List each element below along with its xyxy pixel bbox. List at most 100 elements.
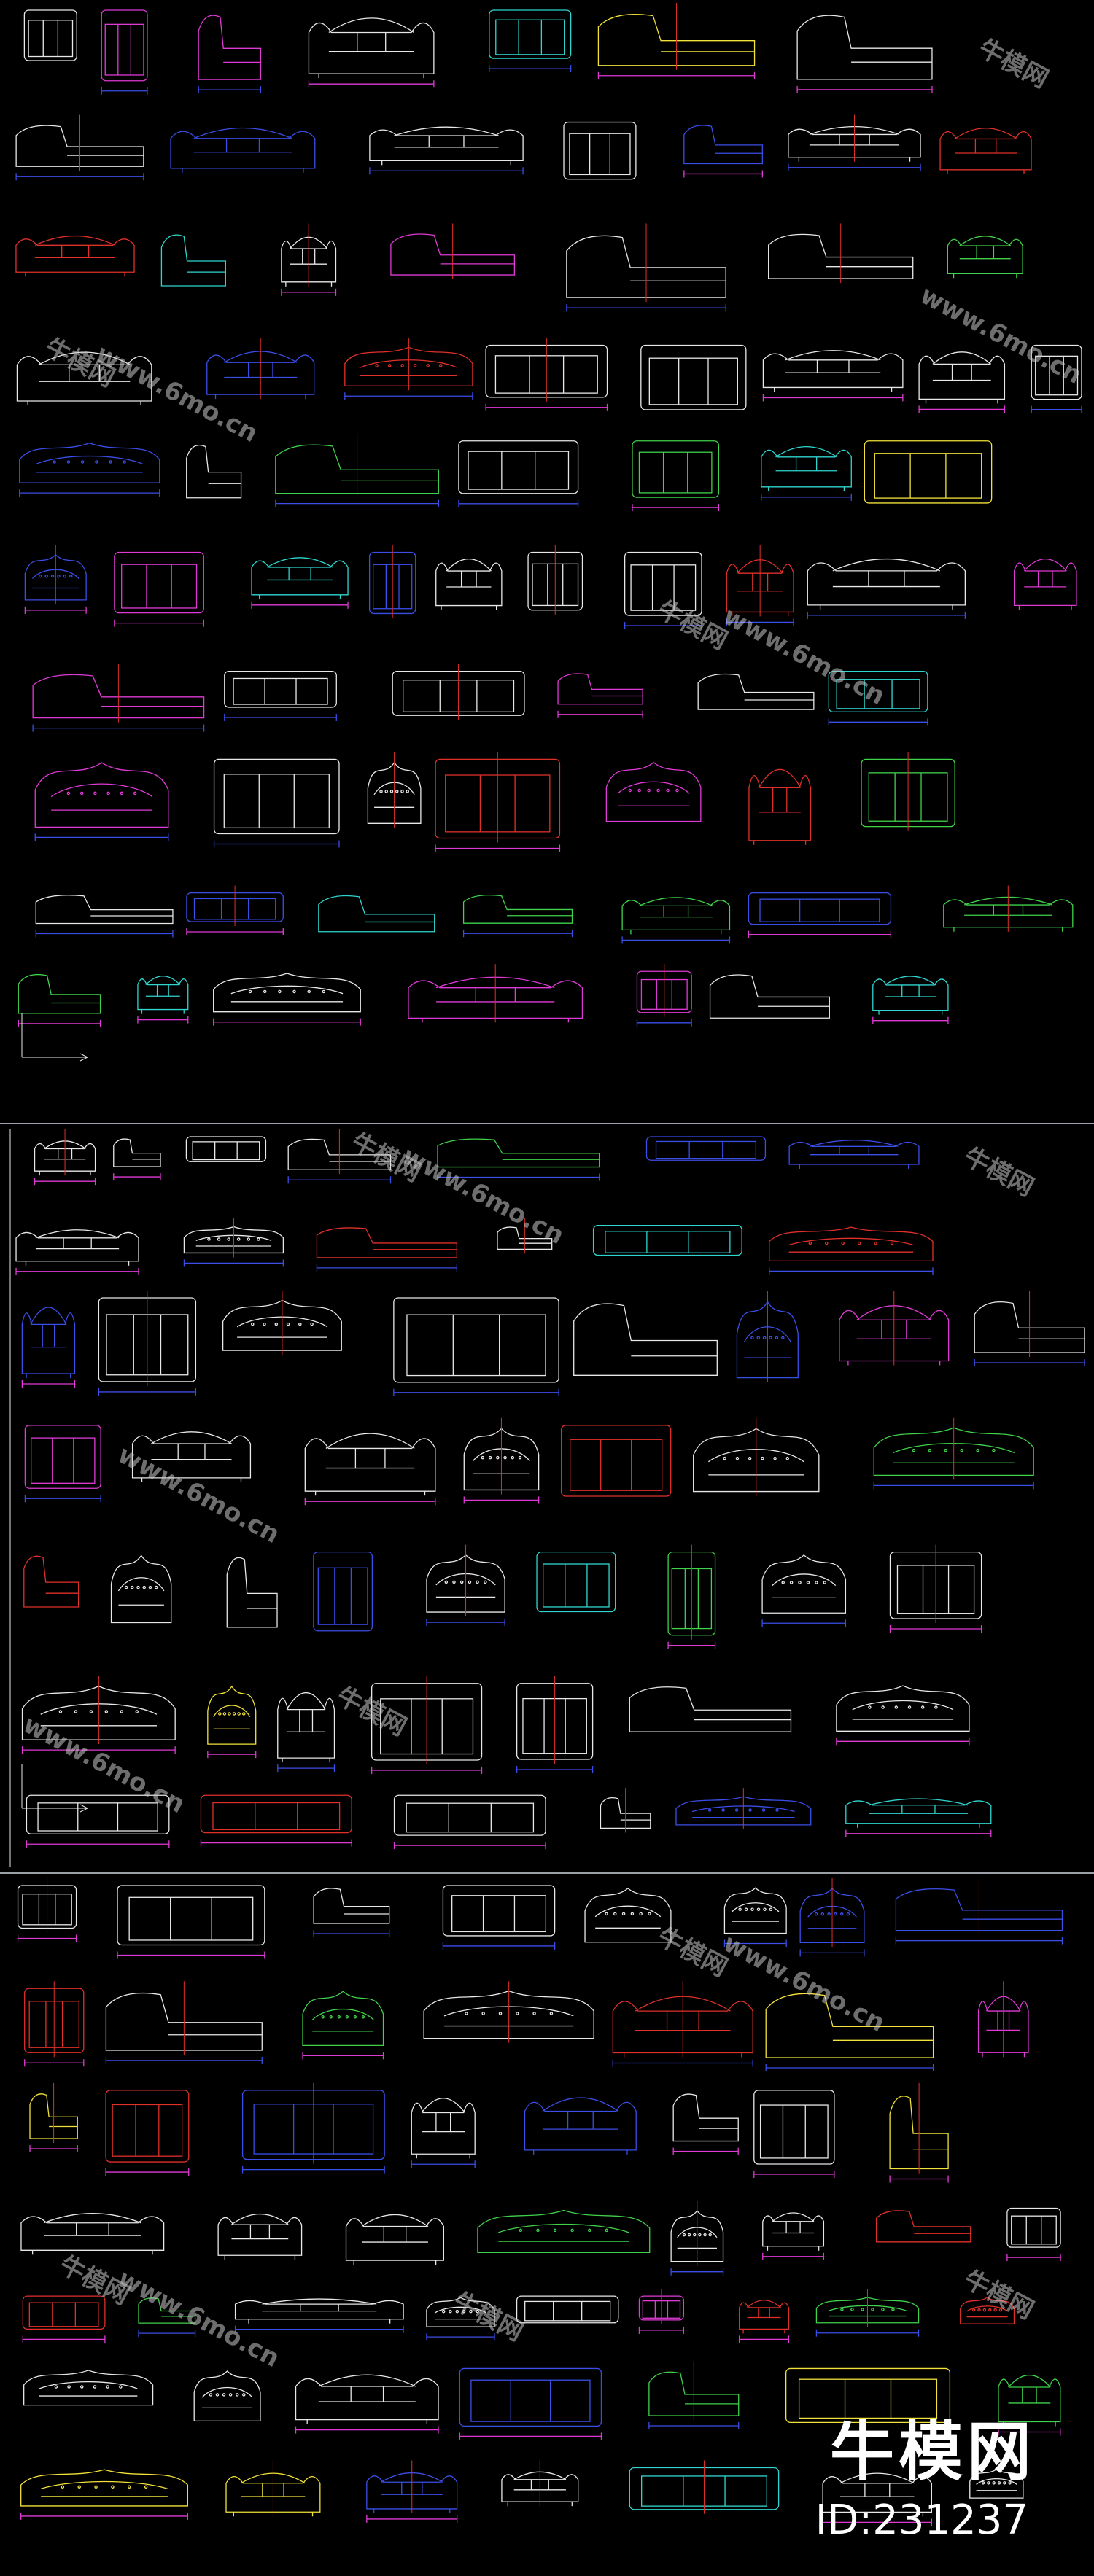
sofa-block — [875, 2210, 971, 2243]
sofa-block — [632, 440, 720, 512]
sofa-block — [200, 1794, 352, 1847]
sofa-block — [160, 234, 226, 287]
model-id-label: ID:231237 — [815, 2497, 1028, 2544]
sofa-block — [34, 1129, 96, 1186]
sofa-block — [344, 338, 473, 400]
sofa-block — [213, 973, 361, 1026]
sofa-block — [24, 545, 87, 614]
sofa-block — [15, 1229, 139, 1275]
sofa-block — [648, 2361, 740, 2430]
panel-divider — [0, 1872, 1094, 1874]
sofa-block — [29, 2082, 78, 2153]
sofa-block — [131, 1431, 252, 1482]
sofa-block — [20, 2469, 188, 2520]
sofa-block — [621, 897, 731, 944]
sofa-block — [597, 3, 756, 79]
sofa-block — [105, 2090, 190, 2176]
sofa-block — [977, 1981, 1029, 2058]
sofa-block — [675, 1788, 812, 1829]
sofa-block — [895, 1878, 1063, 1945]
sofa-block — [889, 2082, 949, 2183]
sofa-block — [799, 1878, 865, 1957]
sofa-block — [918, 351, 1006, 413]
sofa-block — [371, 1676, 483, 1774]
sofa-block — [1006, 2207, 1061, 2262]
sofa-block — [366, 2460, 458, 2523]
sofa-block — [828, 670, 928, 726]
sofa-block — [198, 15, 262, 94]
sofa-block — [645, 1136, 767, 1161]
sofa-block — [693, 1417, 820, 1496]
sofa-block — [17, 1878, 77, 1942]
sofa-block — [22, 2295, 106, 2343]
sofa-block — [224, 670, 337, 721]
sofa-block — [889, 1544, 982, 1633]
sofa-block — [437, 1138, 600, 1181]
sofa-block — [206, 338, 315, 400]
sofa-block — [861, 752, 955, 831]
sofa-block — [697, 673, 815, 710]
sofa-block — [207, 1685, 257, 1759]
sofa-block — [807, 559, 966, 619]
sofa-block — [769, 1226, 934, 1275]
panel-divider — [0, 1123, 1094, 1124]
sofa-block — [670, 2201, 724, 2276]
sofa-block — [762, 350, 904, 402]
sofa-block — [241, 2082, 385, 2174]
sofa-block — [98, 1290, 197, 1396]
sofa-block — [761, 1554, 847, 1627]
sofa-block — [110, 1554, 172, 1624]
sofa-block — [117, 1885, 265, 1959]
sofa-block — [947, 236, 1023, 279]
sofa-block — [275, 433, 439, 507]
sofa-block — [234, 2298, 404, 2333]
sofa-block — [225, 2460, 321, 2517]
sofa-block — [426, 2297, 495, 2341]
sofa-block — [459, 2367, 602, 2440]
sofa-block — [748, 768, 812, 845]
sofa-block — [629, 2460, 780, 2514]
sofa-block — [435, 752, 561, 852]
sofa-block — [369, 126, 524, 175]
sofa-block — [785, 2367, 951, 2423]
sofa-block — [137, 976, 189, 1024]
sofa-block — [34, 762, 169, 841]
sofa-block — [101, 9, 148, 95]
sofa-block — [974, 1290, 1085, 1367]
sofa-block — [629, 1686, 792, 1732]
ucs-axis-icon — [21, 1013, 89, 1062]
sofa-block — [605, 761, 702, 822]
sofa-block — [32, 664, 205, 732]
sofa-block — [640, 344, 747, 410]
sofa-block — [21, 1307, 76, 1388]
sofa-block — [939, 128, 1032, 174]
sofa-block — [561, 1425, 672, 1497]
sofa-block — [822, 2472, 933, 2526]
sofa-block — [295, 2374, 439, 2434]
sofa-block — [308, 17, 435, 88]
sofa-block — [1013, 559, 1077, 610]
sofa-block — [345, 2214, 444, 2265]
sofa-block — [516, 1676, 594, 1774]
sofa-block — [723, 1887, 787, 1947]
sofa-block — [390, 223, 516, 280]
sofa-block — [222, 1290, 342, 1355]
sofa-block — [960, 2297, 1015, 2324]
sofa-block — [411, 2098, 476, 2168]
sofa-block — [765, 1993, 934, 2071]
sofa-block — [624, 551, 702, 630]
sofa-block — [969, 2468, 1024, 2499]
sofa-block — [26, 1794, 170, 1848]
sofa-block — [226, 1557, 278, 1628]
sofa-block — [24, 1425, 101, 1503]
sofa-block — [815, 2289, 920, 2337]
sofa-block — [998, 2375, 1061, 2436]
sofa-block — [20, 2213, 165, 2255]
sofa-block — [864, 440, 993, 504]
sofa-block — [636, 964, 692, 1027]
sofa-block — [18, 973, 101, 1027]
sofa-block — [186, 885, 284, 935]
sofa-block — [15, 114, 144, 181]
